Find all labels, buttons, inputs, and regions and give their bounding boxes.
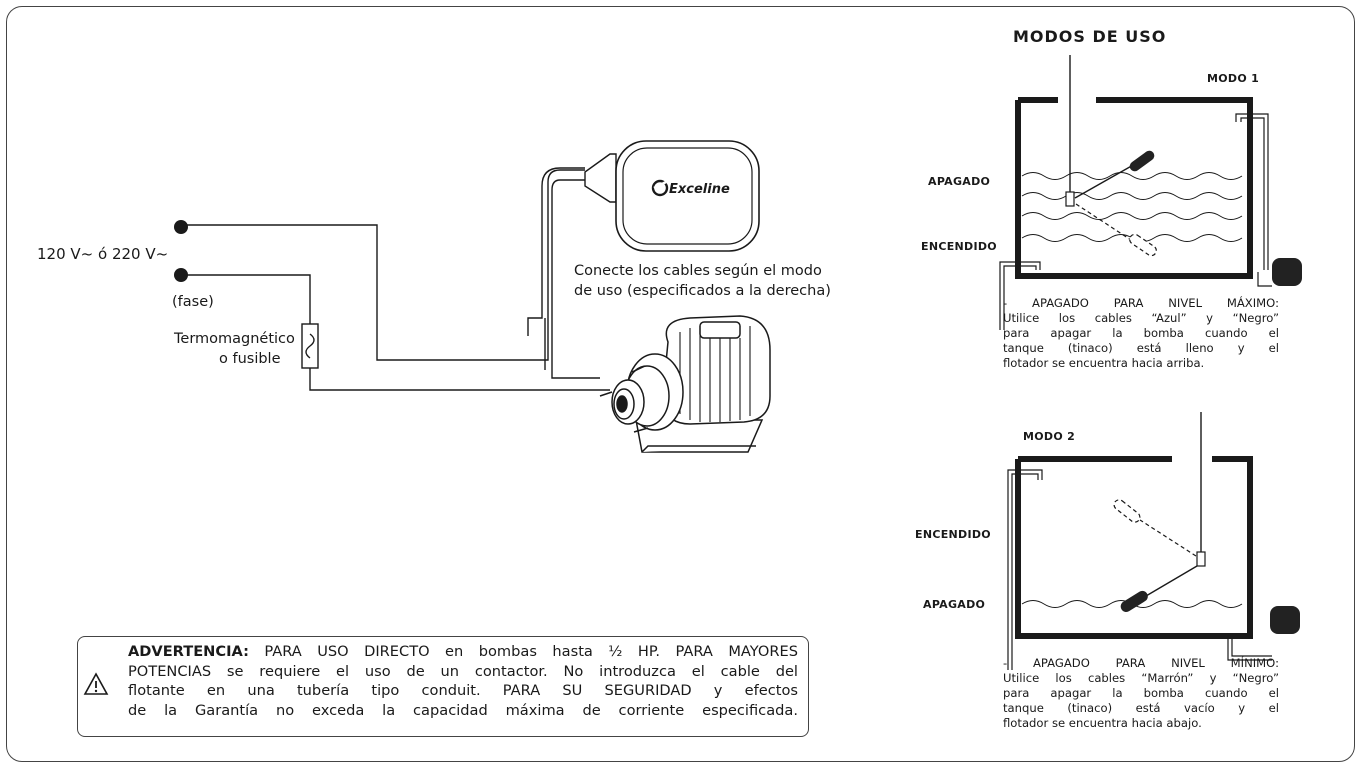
warning-triangle-icon xyxy=(83,672,109,695)
mode2-desc-line: tanque (tinaco) está vacío y el xyxy=(1003,701,1279,715)
float-switch-icon: Exceline xyxy=(584,140,760,252)
wire-top xyxy=(181,169,585,361)
mode2-desc-line: flotador se encuentra hacia abajo. xyxy=(1003,716,1202,730)
mode2-tank-diagram xyxy=(1007,412,1300,670)
mode1-off-label: APAGADO xyxy=(928,175,991,188)
float-up-solid xyxy=(1129,150,1155,172)
warning-text: ADVERTENCIA: PARA USO DIRECTO en bombas … xyxy=(128,642,798,720)
float-down-solid xyxy=(1120,590,1148,612)
mode1-desc-line: flotador se encuentra hacia arriba. xyxy=(1003,356,1205,370)
connect-note-line1: Conecte los cables según el modo xyxy=(574,263,822,279)
mode1-desc-line: para apagar la bomba cuando el xyxy=(1003,326,1279,340)
warning-box xyxy=(77,636,809,737)
warning-line3: flotante en una tubería tipo conduit. PA… xyxy=(128,682,798,699)
mode2-desc-line: - APAGADO PARA NIVEL MÍNIMO: xyxy=(1003,656,1279,670)
warning-heading: ADVERTENCIA: xyxy=(128,643,249,660)
breaker-label-line2: o fusible xyxy=(219,351,281,367)
page-frame xyxy=(6,6,1355,762)
mode1-desc-line: tanque (tinaco) está lleno y el xyxy=(1003,341,1279,355)
switch-body xyxy=(1065,191,1075,207)
wiring-diagram: Exceline xyxy=(174,140,771,453)
terminal-top xyxy=(174,220,188,234)
pump-icon xyxy=(599,315,771,453)
mode2-desc-line: Utilice los cables “Marrón” y “Negro” xyxy=(1003,671,1279,685)
cable-cap xyxy=(1272,258,1302,286)
warning-line4: de la Garantía no exceda la capacidad má… xyxy=(128,701,798,719)
connect-note-line2: de uso (especificados a la derecha) xyxy=(574,283,831,299)
brand-logo-icon xyxy=(651,179,669,197)
wire-phase xyxy=(181,274,610,391)
cable-cap xyxy=(1270,606,1300,634)
switch-body xyxy=(1196,551,1206,567)
breaker-fuse-icon xyxy=(301,323,319,369)
water-waves xyxy=(1021,172,1243,242)
breaker-label-line1: Termomagnético xyxy=(174,331,295,347)
modes-title: MODOS DE USO xyxy=(1013,27,1167,46)
float-down-dashed xyxy=(1129,233,1157,257)
mode1-tank-diagram xyxy=(999,55,1302,330)
mode1-on-label: ENCENDIDO xyxy=(921,240,997,253)
mode2-on-label: ENCENDIDO xyxy=(915,528,991,541)
phase-label: (fase) xyxy=(172,294,214,310)
mode1-label: MODO 1 xyxy=(1207,72,1260,85)
mode2-description: - APAGADO PARA NIVEL MÍNIMO: Utilice los… xyxy=(1003,656,1279,731)
mode1-desc-line: - APAGADO PARA NIVEL MÁXIMO: xyxy=(1003,296,1279,310)
mode2-label: MODO 2 xyxy=(1023,430,1076,443)
float-up-dashed xyxy=(1113,499,1141,523)
mode2-off-label: APAGADO xyxy=(923,598,986,611)
voltage-label: 120 V~ ó 220 V~ xyxy=(37,245,169,263)
warning-line1: ADVERTENCIA: PARA USO DIRECTO en bombas … xyxy=(128,642,798,662)
brand-name: Exceline xyxy=(669,182,730,197)
mode1-description: - APAGADO PARA NIVEL MÁXIMO: Utilice los… xyxy=(1003,296,1279,371)
warning-line1-rest: PARA USO DIRECTO en bombas hasta ½ HP. P… xyxy=(264,643,798,660)
mode1-desc-line: Utilice los cables “Azul” y “Negro” xyxy=(1003,311,1279,325)
float-cable xyxy=(527,167,600,379)
mode2-desc-line: para apagar la bomba cuando el xyxy=(1003,686,1279,700)
warning-line2: POTENCIAS se requiere el uso de un conta… xyxy=(128,662,798,680)
